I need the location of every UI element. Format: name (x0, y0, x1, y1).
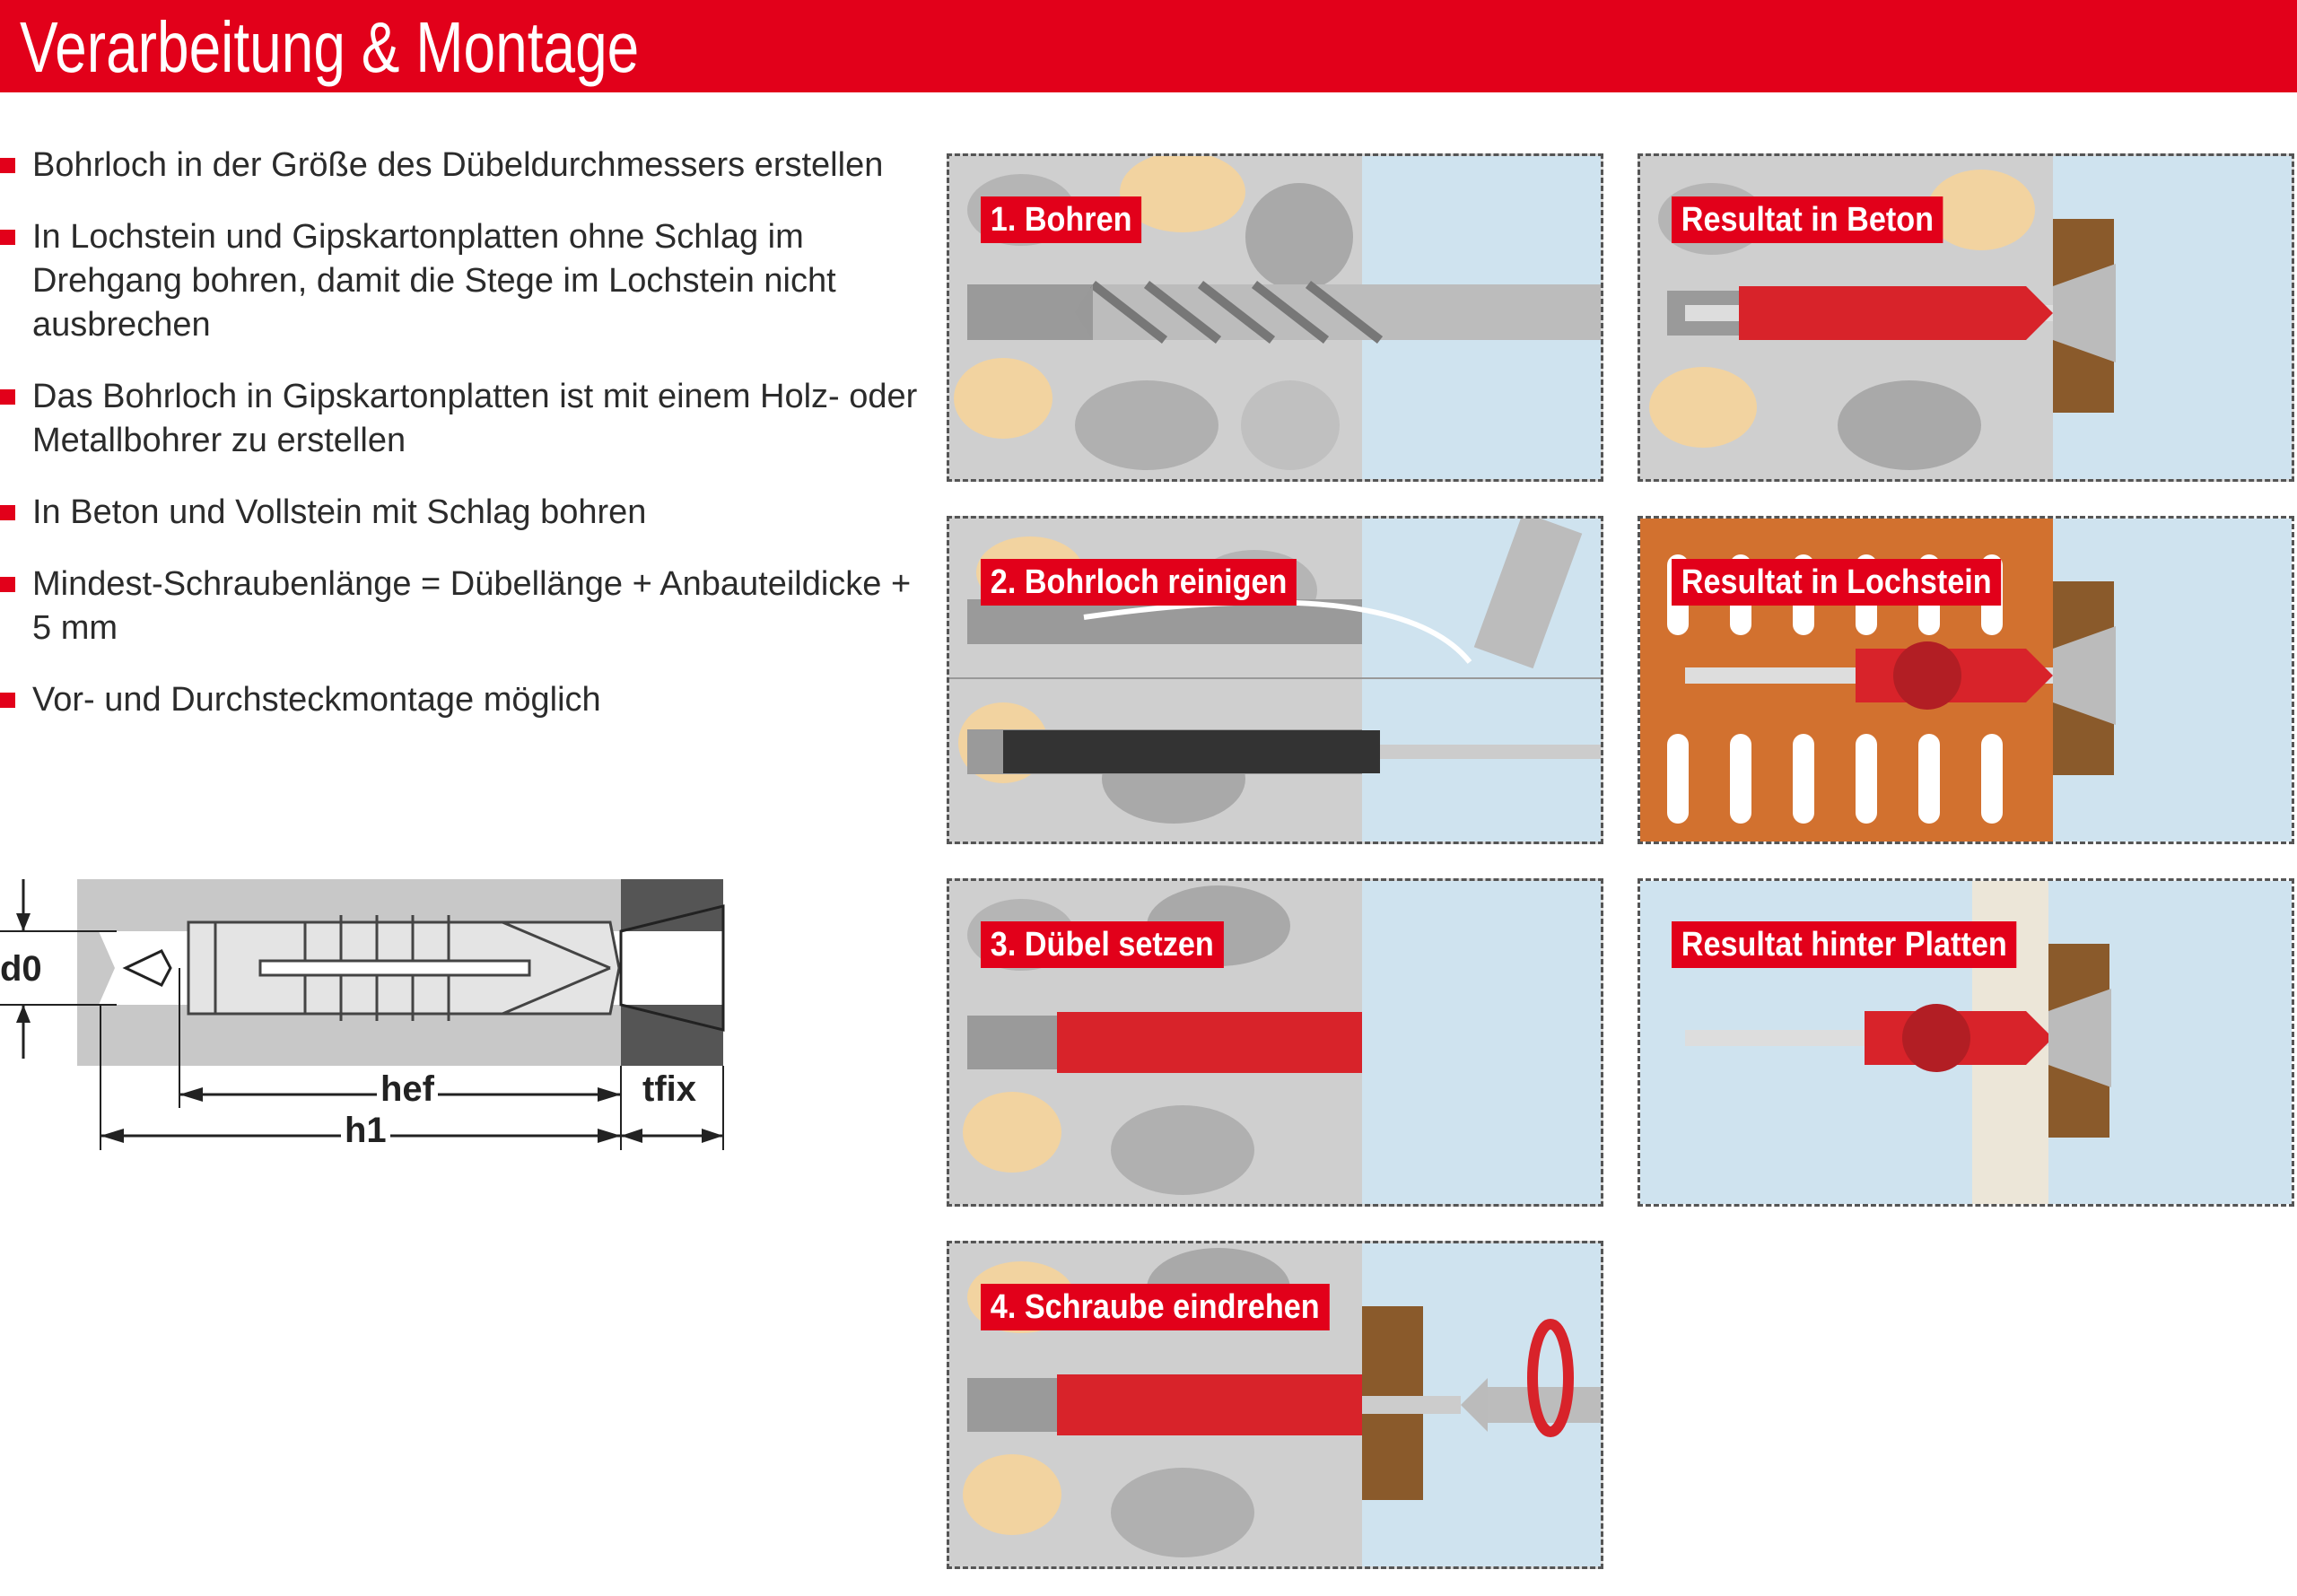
list-item-text: In Lochstein und Gipskartonplatten ohne … (32, 218, 836, 344)
list-item-text: Das Bohrloch in Gipskartonplatten ist mi… (32, 378, 918, 459)
step-panel-insert-dowel: 3. Dübel setzen (947, 878, 1603, 1207)
result-label: Resultat hinter Platten (1672, 921, 2017, 968)
list-item-text: Vor- und Durchsteckmontage möglich (32, 681, 601, 719)
step-label: 2. Bohrloch reinigen (981, 559, 1297, 606)
bullet-marker (0, 693, 15, 708)
list-item-text: In Beton und Vollstein mit Schlag bohren (32, 493, 647, 531)
result-panel-brick: Resultat in Lochstein (1638, 516, 2294, 844)
step-panel-drilling: 1. Bohren (947, 153, 1603, 482)
bullet-marker (0, 230, 15, 245)
header-bar: Verarbeitung & Montage (0, 0, 2297, 92)
h1-label: h1 (341, 1111, 390, 1151)
step-label: 1. Bohren (981, 196, 1142, 243)
instruction-list: Bohrloch in der Größe des Dübeldurchmess… (0, 144, 924, 750)
result-label: Resultat in Lochstein (1672, 559, 2002, 606)
page-title: Verarbeitung & Montage (20, 7, 640, 87)
bullet-marker (0, 389, 15, 405)
list-item: In Lochstein und Gipskartonplatten ohne … (0, 215, 924, 347)
list-item-text: Mindest-Schraubenlänge = Dübellänge + An… (32, 565, 912, 647)
bullet-marker (0, 577, 15, 592)
hef-label: hef (377, 1069, 438, 1110)
tfix-label: tfix (642, 1069, 696, 1109)
step-label: 3. Dübel setzen (981, 921, 1224, 968)
list-item: Vor- und Durchsteckmontage möglich (0, 678, 924, 722)
step-panel-cleaning: 2. Bohrloch reinigen (947, 516, 1603, 844)
list-item: Das Bohrloch in Gipskartonplatten ist mi… (0, 375, 924, 463)
result-panel-plasterboard: Resultat hinter Platten (1638, 878, 2294, 1207)
list-item: Mindest-Schraubenlänge = Dübellänge + An… (0, 563, 924, 650)
d0-label: d0 (0, 949, 42, 989)
bullet-marker (0, 158, 15, 173)
step-panel-screw-in: 4. Schraube eindrehen (947, 1241, 1603, 1569)
step-label: 4. Schraube eindrehen (981, 1284, 1330, 1330)
bullet-marker (0, 505, 15, 520)
result-panel-concrete: Resultat in Beton (1638, 153, 2294, 482)
list-item: In Beton und Vollstein mit Schlag bohren (0, 491, 924, 535)
dimension-drawing: d0 hef h1 tfix (0, 870, 736, 1166)
list-item: Bohrloch in der Größe des Dübeldurchmess… (0, 144, 924, 188)
result-label: Resultat in Beton (1672, 196, 1943, 243)
list-item-text: Bohrloch in der Größe des Dübeldurchmess… (32, 146, 884, 184)
